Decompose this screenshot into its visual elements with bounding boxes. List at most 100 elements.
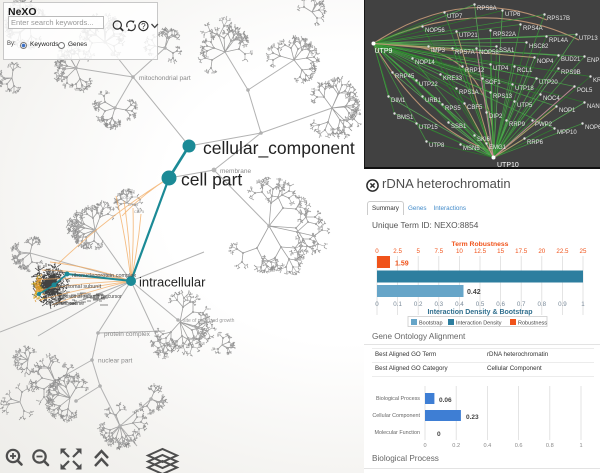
svg-text:Term Robustness: Term Robustness	[452, 241, 509, 248]
svg-text:KRE33: KRE33	[443, 76, 463, 82]
svg-text:0.8: 0.8	[537, 301, 546, 308]
svg-text:intracellular: intracellular	[139, 275, 206, 290]
svg-text:HSC82: HSC82	[529, 44, 549, 50]
svg-text:UTP4: UTP4	[493, 66, 509, 72]
svg-text:Bootstrap: Bootstrap	[419, 321, 443, 327]
svg-text:0.42: 0.42	[467, 289, 481, 296]
svg-text:RPS1A: RPS1A	[46, 270, 63, 276]
svg-text:?: ?	[141, 22, 146, 31]
svg-text:UTP18: UTP18	[515, 86, 534, 92]
svg-text:10: 10	[456, 248, 463, 255]
svg-text:0.1: 0.1	[393, 301, 402, 308]
svg-text:NOP4: NOP4	[537, 59, 554, 65]
svg-text:0.06: 0.06	[439, 397, 452, 404]
svg-text:mitochondrial part: mitochondrial part	[139, 75, 191, 82]
svg-text:Robustness: Robustness	[518, 321, 547, 327]
svg-text:MPP10: MPP10	[557, 130, 577, 136]
svg-text:0.4: 0.4	[484, 443, 492, 449]
svg-text:UTP7: UTP7	[447, 14, 463, 20]
svg-text:UTP22: UTP22	[419, 82, 438, 88]
svg-text:RRP45: RRP45	[395, 74, 415, 80]
svg-text:0.2: 0.2	[452, 443, 460, 449]
svg-text:NOC4: NOC4	[120, 195, 132, 200]
svg-text:POL5: POL5	[577, 88, 593, 94]
svg-text:7.5: 7.5	[434, 248, 443, 255]
svg-text:1.59: 1.59	[395, 261, 409, 268]
svg-text:SSB1: SSB1	[451, 124, 467, 130]
svg-text:0.3: 0.3	[434, 301, 443, 308]
svg-text:UTP9: UTP9	[375, 48, 393, 55]
svg-text:0: 0	[375, 248, 379, 255]
svg-text:NAN1: NAN1	[587, 104, 600, 110]
svg-text:nuclear part: nuclear part	[98, 358, 133, 365]
svg-text:cellular_component: cellular_component	[203, 138, 355, 159]
svg-text:MSN5: MSN5	[463, 146, 480, 152]
svg-text:0.7: 0.7	[517, 301, 526, 308]
svg-text:0.4: 0.4	[455, 301, 464, 308]
svg-text:UTP5: UTP5	[517, 103, 533, 109]
svg-text:0.23: 0.23	[466, 414, 479, 421]
svg-text:NOP14: NOP14	[415, 60, 435, 66]
svg-text:Interaction Density: Interaction Density	[456, 321, 502, 327]
svg-text:RCL1: RCL1	[517, 68, 533, 74]
svg-text:RRP6: RRP6	[527, 140, 544, 146]
svg-text:ENP1: ENP1	[587, 58, 600, 64]
svg-text:NOP6: NOP6	[585, 125, 600, 131]
svg-text:KRI1: KRI1	[593, 78, 600, 84]
svg-text:90S preribosome: 90S preribosome	[46, 301, 84, 307]
svg-text:0.9: 0.9	[558, 301, 567, 308]
svg-text:20: 20	[538, 248, 545, 255]
svg-text:PWP2: PWP2	[535, 122, 553, 128]
svg-text:1: 1	[581, 301, 585, 308]
svg-text:EMG1: EMG1	[489, 145, 507, 151]
svg-text:UTP8: UTP8	[429, 143, 445, 149]
svg-text:membrane: membrane	[220, 168, 251, 175]
svg-text:IMP3: IMP3	[431, 48, 446, 54]
svg-text:UTP6: UTP6	[505, 12, 521, 18]
svg-text:DIP2: DIP2	[489, 114, 503, 120]
svg-text:SKI6: SKI6	[477, 137, 491, 143]
svg-text:UTP21: UTP21	[459, 33, 478, 39]
svg-text:UTP13: UTP13	[579, 36, 598, 42]
svg-text:RPS1A: RPS1A	[459, 90, 479, 96]
svg-text:RPS13: RPS13	[493, 94, 513, 100]
svg-text:UTP5: UTP5	[128, 202, 139, 207]
svg-text:15: 15	[497, 248, 504, 255]
svg-text:Interaction Density & Bootstra: Interaction Density & Bootstrap	[427, 309, 532, 316]
svg-text:25: 25	[580, 248, 587, 255]
svg-text:RPS9B: RPS9B	[561, 70, 581, 76]
svg-text:ribonucleoprotein complex: ribonucleoprotein complex	[72, 273, 136, 279]
svg-text:CBF5: CBF5	[134, 209, 145, 214]
svg-text:RPS22A: RPS22A	[493, 32, 516, 38]
svg-text:BUD21: BUD21	[561, 57, 581, 63]
svg-text:DIM1: DIM1	[391, 98, 406, 104]
svg-text:RRP12: RRP12	[465, 68, 485, 74]
svg-text:0.2: 0.2	[414, 301, 423, 308]
svg-text:12.5: 12.5	[474, 248, 487, 255]
svg-text:BMS1: BMS1	[397, 115, 414, 121]
svg-text:ribosomal subunit precursor: ribosomal subunit precursor	[60, 294, 122, 300]
svg-text:RRP9: RRP9	[509, 122, 526, 128]
svg-text:0: 0	[437, 431, 441, 438]
svg-text:NOP1: NOP1	[559, 108, 576, 114]
svg-text:Cellular Component: Cellular Component	[372, 413, 420, 419]
svg-text:RPS4A: RPS4A	[523, 26, 543, 32]
svg-text:UTP10: UTP10	[497, 162, 519, 169]
svg-text:Molecular Function: Molecular Function	[374, 430, 420, 436]
svg-text:NOP56: NOP56	[425, 28, 445, 34]
svg-text:0.5: 0.5	[476, 301, 485, 308]
svg-text:RPL4A: RPL4A	[549, 38, 568, 44]
svg-text:RPS5: RPS5	[445, 106, 461, 112]
svg-text:URB1: URB1	[425, 98, 442, 104]
svg-text:NOC4: NOC4	[543, 96, 560, 102]
svg-text:SSA1: SSA1	[499, 48, 515, 54]
svg-text:SOF1: SOF1	[485, 80, 501, 86]
svg-text:0.6: 0.6	[515, 443, 523, 449]
svg-text:1: 1	[579, 443, 582, 449]
svg-text:CBF5: CBF5	[467, 105, 483, 111]
svg-text:0: 0	[423, 443, 426, 449]
svg-text:UTP15: UTP15	[419, 125, 438, 131]
svg-text:UTP20: UTP20	[539, 80, 558, 86]
svg-text:17.5: 17.5	[515, 248, 528, 255]
svg-text:22.5: 22.5	[556, 248, 569, 255]
